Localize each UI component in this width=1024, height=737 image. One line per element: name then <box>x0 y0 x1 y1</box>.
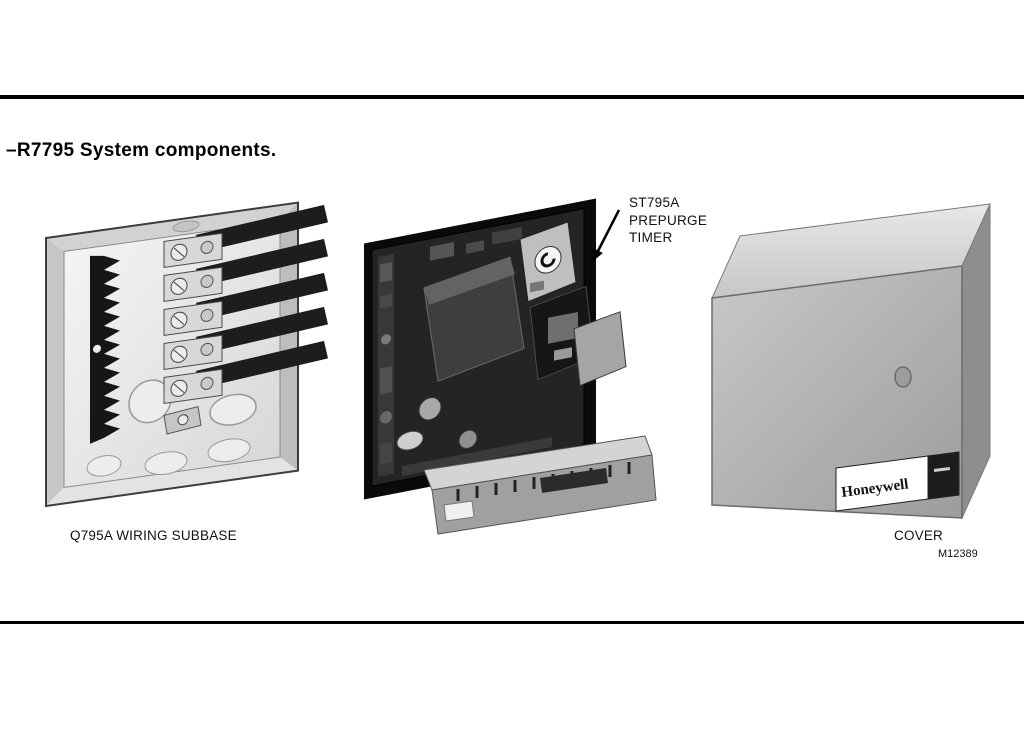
callout-line: TIMER <box>629 230 673 245</box>
knockout-hole <box>209 393 257 426</box>
figure-code: M12389 <box>938 548 978 560</box>
component <box>530 280 544 293</box>
callout-line: PREPURGE <box>629 212 708 228</box>
strip-mount-hole <box>93 344 101 353</box>
comb-terminal-strip <box>90 255 120 444</box>
bracket-screw <box>177 414 189 426</box>
timer-dial <box>534 246 562 274</box>
component <box>492 226 522 245</box>
component <box>381 334 391 345</box>
module-base-chassis <box>423 435 657 535</box>
knockout-hole <box>144 451 188 476</box>
transformer-top <box>424 257 515 305</box>
terminal-block-row <box>163 232 223 268</box>
terminal-fin <box>196 238 328 287</box>
terminal-fin <box>196 306 328 355</box>
component <box>380 366 392 395</box>
callout-st795a-prepurge-timer: ST795A PREPURGE TIMER <box>629 194 707 247</box>
subbase-right-wall <box>280 202 298 471</box>
relay-module-illustration <box>364 198 627 500</box>
subbase-caption: Q795A WIRING SUBBASE <box>70 528 237 543</box>
component <box>380 442 392 465</box>
knockout-hole <box>207 438 251 463</box>
terminal-fin <box>196 204 328 253</box>
component <box>466 240 484 254</box>
component <box>380 411 392 424</box>
component <box>380 294 392 309</box>
terminal-block-row <box>163 368 223 404</box>
component <box>548 311 578 344</box>
terminal-fin <box>196 272 328 321</box>
base-label <box>443 500 475 522</box>
callout-arrow <box>592 209 621 262</box>
component <box>380 262 392 283</box>
cover-illustration: Honeywell <box>711 203 991 519</box>
figure-title: –R7795 System components. <box>6 140 277 161</box>
subbase-outline <box>45 201 299 508</box>
subbase-illustration <box>45 201 328 508</box>
callout-line: ST795A <box>629 195 680 210</box>
capacitor <box>458 429 478 450</box>
cover-caption: COVER <box>894 528 944 543</box>
subbase-bottom-wall <box>46 457 298 506</box>
base-nameplate <box>540 468 608 493</box>
terminal-fin <box>196 340 328 389</box>
panel-edge <box>402 437 552 477</box>
relay-box <box>573 311 627 387</box>
subbase-left-wall <box>46 238 64 506</box>
capacitor <box>418 397 442 421</box>
terminal-block-row <box>163 266 223 302</box>
terminal-block-row <box>163 334 223 370</box>
brand-plate-badge <box>927 451 960 500</box>
component <box>554 347 572 361</box>
capacitor <box>396 430 424 451</box>
bottom-rule <box>0 621 1024 624</box>
cover-hole <box>894 366 912 388</box>
component <box>430 242 454 261</box>
top-rule <box>0 95 1024 99</box>
subbase-top-wall <box>46 202 298 252</box>
knockout-hole <box>86 455 122 477</box>
badge-mark <box>933 467 951 472</box>
knockout-top <box>172 220 200 233</box>
terminal-block-row <box>163 300 223 336</box>
cover-front-face <box>711 265 963 519</box>
